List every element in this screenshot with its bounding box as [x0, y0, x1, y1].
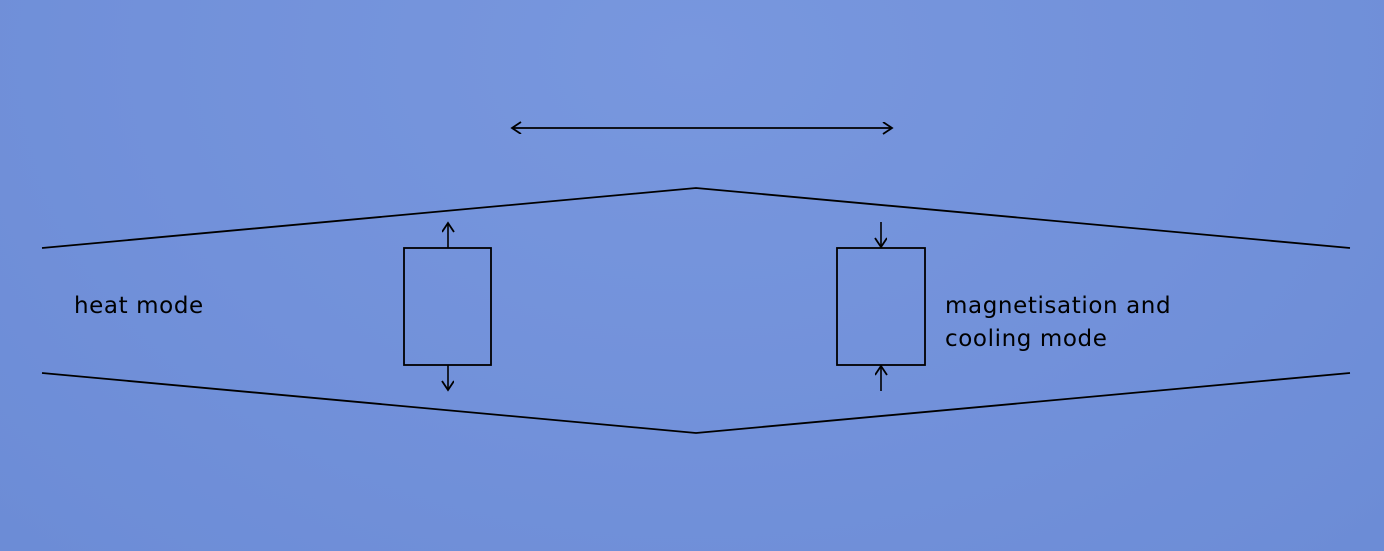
heat-mode-label: heat mode [74, 293, 204, 319]
upper-field-boundary [41, 187, 1351, 249]
lower-field-boundary [41, 372, 1351, 434]
cooling-mode-label: magnetisation and cooling mode [945, 290, 1171, 356]
cooling-mode-label-line2: cooling mode [945, 326, 1108, 352]
cooling-mode-label-line1: magnetisation and [945, 293, 1172, 319]
right-material-block [836, 247, 926, 366]
left-material-block [403, 247, 492, 366]
